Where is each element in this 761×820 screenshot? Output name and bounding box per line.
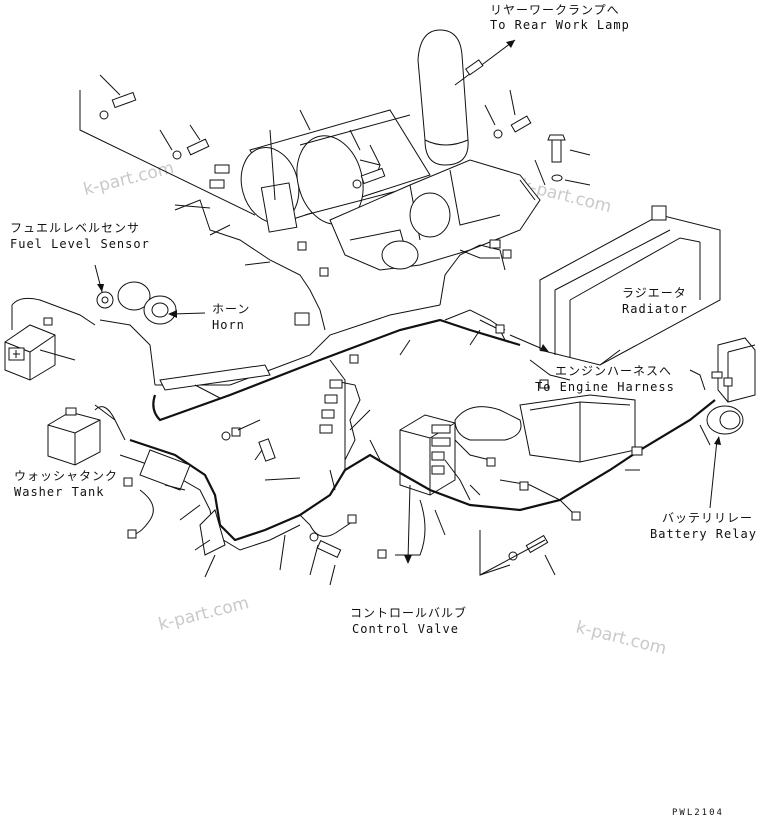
horn-label-jp: ホーン: [212, 302, 250, 316]
fuel-level-sensor: [96, 291, 114, 309]
radiator: [539, 205, 721, 366]
watermark: k-part.com: [574, 617, 669, 659]
control-valve-label-jp: コントロールバルブ: [350, 605, 467, 620]
washer-tank-label-jp: ウォッシャタンク: [14, 469, 118, 483]
watermark: k-part.com: [156, 593, 251, 635]
leader-lines: [39, 74, 721, 586]
horn-label-en: Horn: [212, 318, 245, 332]
fuel-sensor-label-en: Fuel Level Sensor: [10, 237, 150, 251]
drawing-code: PWL2104: [672, 808, 724, 818]
engine-assembly: [99, 29, 566, 271]
engine-harness-label-en: To Engine Harness: [535, 380, 675, 394]
radiator-label-en: Radiator: [622, 302, 688, 316]
horn: [117, 281, 177, 325]
washer-tank: [47, 407, 101, 466]
washer-tank-label-en: Washer Tank: [14, 485, 104, 499]
rear-lamp-label-jp: リヤーワークランプへ: [490, 3, 620, 17]
watermark: k-part.com: [81, 158, 176, 200]
radiator-label-jp: ラジエータ: [622, 286, 687, 300]
control-valve: [399, 414, 456, 496]
main-harness: [11, 199, 716, 556]
battery-relay-label-en: Battery Relay: [650, 527, 757, 541]
engine-harness-label-jp: エンジンハーネスへ: [555, 364, 672, 378]
warning-unit: [4, 324, 56, 381]
battery-relay-label-jp: バッテリリレー: [662, 511, 753, 525]
fuel-sensor-label-jp: フュエルレベルセンサ: [10, 221, 140, 235]
control-valve-label-en: Control Valve: [352, 622, 459, 636]
rear-lamp-label-en: To Rear Work Lamp: [490, 18, 630, 32]
